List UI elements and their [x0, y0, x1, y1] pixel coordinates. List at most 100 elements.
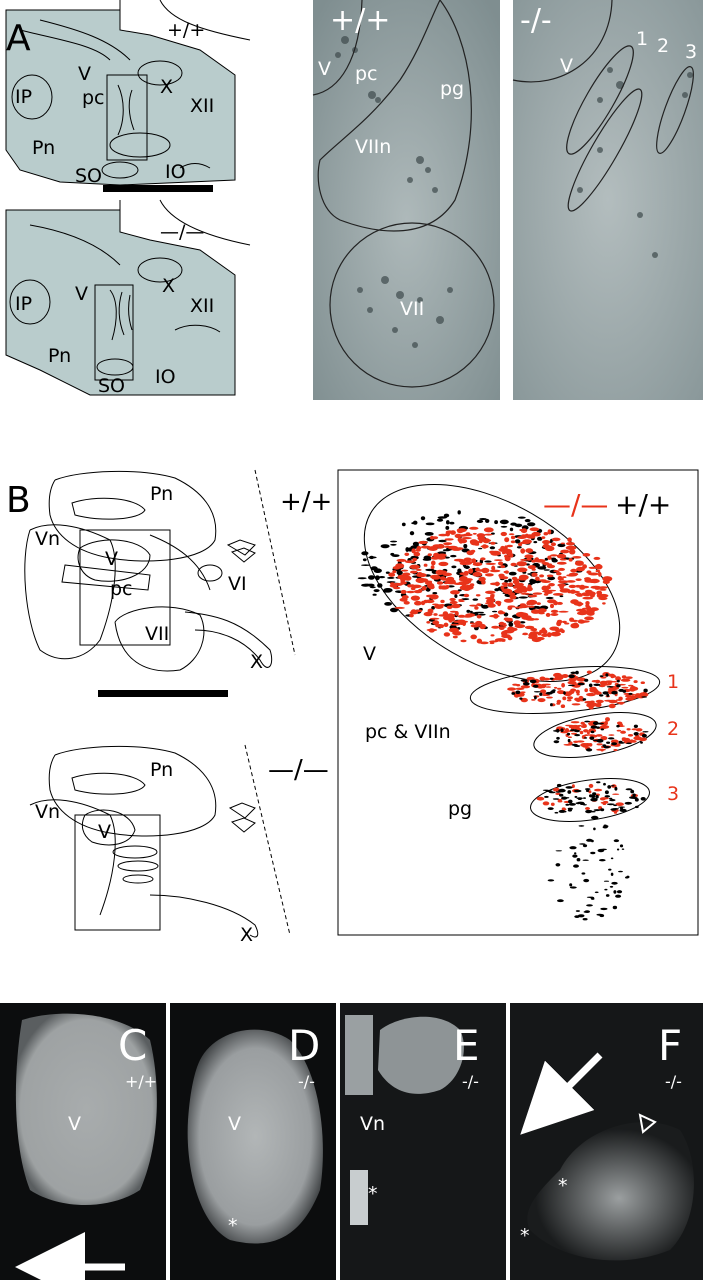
scatter-dot: [563, 691, 573, 697]
scatter-dot: [413, 590, 422, 594]
genotype-label: -/-: [665, 1072, 682, 1091]
scatter-dot: [590, 897, 595, 900]
scatter-dot: [611, 690, 618, 695]
scatter-dot: [562, 696, 567, 701]
scatter-dot: [545, 612, 551, 617]
scatter-dot: [641, 733, 647, 738]
scatter-dot: [440, 599, 445, 604]
scatter-dot: [585, 807, 590, 810]
scatter-dot: [541, 633, 549, 637]
scatter-dot: [524, 519, 531, 523]
scatter-dot: [571, 784, 575, 788]
scatter-dot: [640, 797, 646, 801]
scatter-dot: [595, 563, 602, 569]
scatter-dot: [566, 542, 575, 546]
scatter-dot: [553, 686, 558, 689]
scatter-dot: [594, 788, 603, 792]
scatter-dot: [535, 576, 540, 581]
scatter-dot: [531, 568, 536, 571]
scatter-dot: [439, 576, 446, 581]
scatter-dot: [635, 805, 639, 809]
scatter-dot: [527, 565, 536, 570]
scatter-dot: [575, 802, 582, 805]
scatter-dot: [574, 560, 584, 566]
scatter-dot: [500, 565, 506, 569]
scatter-dot: [591, 815, 599, 820]
scatter-dot: [484, 560, 492, 563]
scatter-dot: [588, 722, 593, 725]
scatter-dot: [427, 608, 434, 612]
scatter-dot: [570, 599, 579, 605]
scatter-dot: [590, 730, 595, 734]
scatter-dot: [574, 915, 580, 918]
scatter-dot: [498, 573, 505, 578]
scatter-dot: [643, 688, 648, 693]
scatter-dot: [580, 721, 585, 725]
scatter-dot: [607, 785, 612, 789]
scatter-dot: [570, 671, 577, 674]
scatter-dot: [567, 680, 577, 685]
scatter-dot: [508, 622, 514, 627]
scatter-dot: [618, 740, 623, 744]
scatter-dot: [600, 736, 608, 741]
scatter-dot: [446, 520, 450, 525]
scatter-dot: [461, 598, 470, 601]
scatter-dot: [543, 532, 549, 536]
scatter-dot: [618, 688, 625, 692]
scatter-dot: [608, 737, 615, 740]
scatter-dot: [537, 536, 543, 541]
scatter-dot: [449, 597, 456, 602]
scatter-dot: [641, 696, 648, 698]
scatter-dot: [512, 683, 518, 686]
scatter-dot: [583, 911, 587, 913]
scatter-dot: [507, 627, 518, 632]
scatter-dot: [369, 586, 376, 589]
scatter-dot: [623, 737, 631, 742]
scatter-dot: [455, 547, 464, 550]
scatter-dot: [439, 625, 444, 628]
scatter-dot: [520, 548, 526, 554]
scatter-dot: [570, 589, 576, 594]
scatter-dot: [363, 583, 372, 586]
region-label-viin: VIIn: [355, 136, 391, 158]
scatter-dot: [569, 846, 577, 850]
scatter-dot: [442, 572, 453, 577]
scatter-dot: [507, 606, 513, 611]
scatter-dot: [481, 567, 490, 574]
scatter-dot: [540, 683, 547, 689]
scatter-dot: [531, 559, 536, 563]
scatter-dot: [570, 721, 580, 724]
scatter-dot: [528, 594, 538, 598]
scatter-dot: [584, 734, 589, 736]
scatter-dot: [562, 620, 567, 624]
panel-letter-d: D: [288, 1021, 320, 1070]
scatter-dot: [556, 561, 567, 565]
scatter-dot: [357, 577, 367, 580]
scatter-dot: [584, 577, 591, 581]
region-label-v: V: [560, 55, 573, 77]
scatter-dot: [524, 625, 535, 630]
scatter-dot: [516, 546, 522, 549]
scatter-dot: [555, 863, 561, 867]
scatter-dot: [586, 670, 593, 674]
scatter-dot: [432, 620, 440, 625]
scatter-dot: [621, 848, 625, 850]
genotype-label: +/+: [280, 487, 332, 517]
scatter-dot: [589, 686, 597, 691]
scatter-dot: [514, 588, 524, 594]
scatter-dot: [469, 604, 478, 607]
scatter-dot: [429, 617, 440, 620]
scatter-dot: [460, 639, 467, 643]
genotype-label: +/+: [167, 19, 205, 41]
asterisk-marker: *: [558, 1175, 568, 1197]
scatter-dot: [409, 613, 414, 618]
scatter-dot: [606, 686, 614, 688]
scatter-dot: [510, 535, 516, 540]
scatter-dot: [585, 789, 590, 793]
scatter-dot: [582, 844, 588, 848]
scatter-dot: [627, 734, 634, 737]
scatter-dot: [594, 703, 602, 707]
scatter-dot: [400, 576, 406, 582]
scatter-dot: [454, 594, 458, 598]
scatter-dot: [373, 589, 380, 593]
